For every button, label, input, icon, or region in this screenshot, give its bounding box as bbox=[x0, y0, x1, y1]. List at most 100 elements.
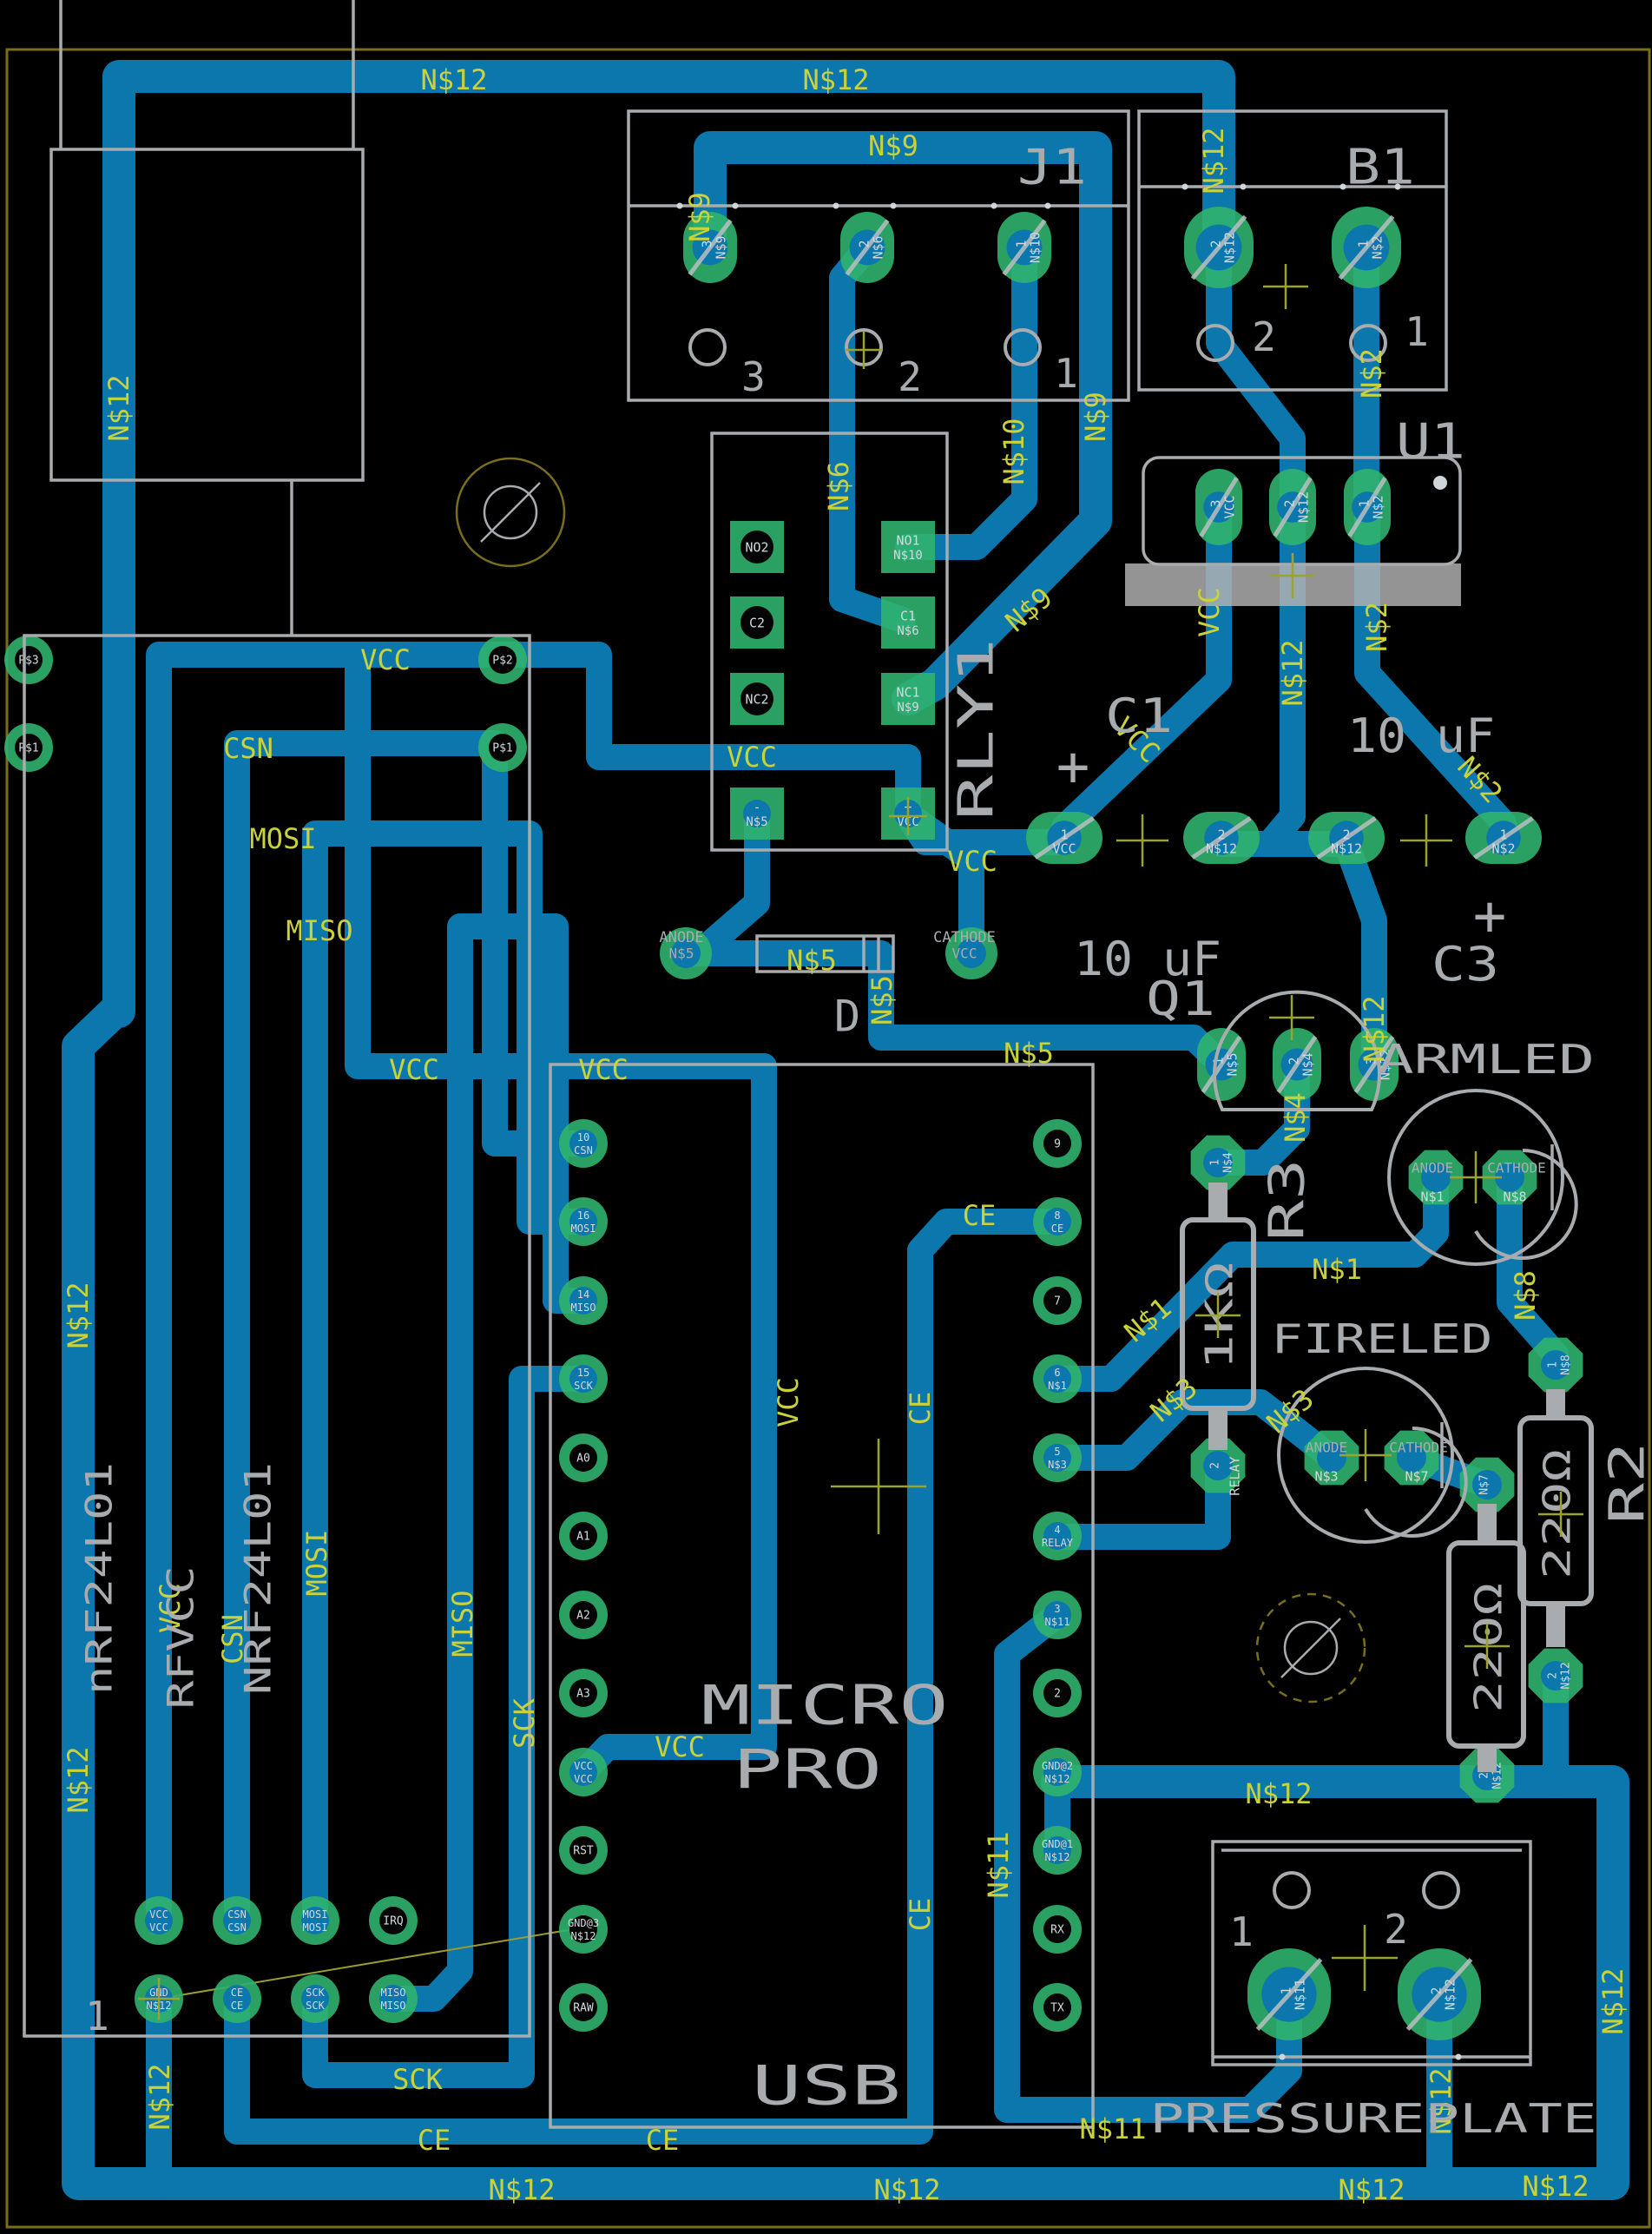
pad-label-q1-3: 3 bbox=[1363, 1057, 1379, 1064]
pad-hole-rf-vcc bbox=[145, 1907, 173, 1934]
pad-slash-j1-2 bbox=[845, 219, 890, 276]
pad-net-rf-mosi: MOSI bbox=[303, 1921, 328, 1934]
silk-label-1-5: 1 bbox=[1054, 350, 1078, 397]
pad-hole-d-cathode bbox=[957, 939, 986, 968]
net-label-N12-58: N$12 bbox=[1522, 2170, 1589, 2203]
silk-q1-outline bbox=[1213, 990, 1381, 1111]
pad-label-mp-gnd2: GND@2 bbox=[1042, 1760, 1073, 1772]
pad-slash-u1-3 bbox=[1199, 477, 1239, 537]
pad-hole-rf-ce bbox=[223, 1985, 251, 2013]
pad-net-r220r-2: N$12 bbox=[1560, 1662, 1573, 1689]
pad-label-p1a: P$1 bbox=[18, 742, 38, 755]
pad-hole-mp-6 bbox=[1043, 1365, 1071, 1393]
pad-hole-r3-2 bbox=[1203, 1451, 1233, 1480]
net-label-N12-42: N$12 bbox=[62, 1746, 95, 1813]
pad-net-mp-vcc: VCC bbox=[574, 1773, 593, 1785]
pad-slash-c3-2 bbox=[1316, 816, 1377, 860]
silk-fireled-inner-arc bbox=[1364, 1427, 1468, 1538]
pad-hole-rf-mosi bbox=[301, 1907, 329, 1934]
silk-label-RELAY-33: RELAY bbox=[1227, 1456, 1242, 1495]
net-label-N5-22: N$5 bbox=[1004, 1037, 1054, 1070]
pad-slash-c3-1 bbox=[1473, 816, 1534, 860]
pad-label-mp-csn: 10 bbox=[577, 1131, 589, 1143]
trace-n10 bbox=[895, 234, 1037, 560]
net-label-N9-5: N$9 bbox=[1079, 392, 1112, 442]
net-label-N4-23: N$4 bbox=[1279, 1092, 1312, 1143]
pad-hole-rf-csn bbox=[223, 1907, 251, 1934]
pad-slash-b1-2 bbox=[1190, 214, 1247, 280]
pad-slash-j1-1 bbox=[1002, 219, 1047, 276]
pad-label-rly-nc2: NC2 bbox=[745, 691, 768, 707]
pad-label-c1-2: 2 bbox=[1217, 827, 1225, 842]
silk-label--14: + bbox=[1473, 884, 1507, 948]
net-label-VCC-37: VCC bbox=[154, 1583, 187, 1633]
silk-dot-7 bbox=[1240, 183, 1247, 190]
pad-slash-c1-1 bbox=[1034, 816, 1095, 860]
fiducial-outer-1 bbox=[1255, 1592, 1366, 1704]
pad-label-u1-2: 2 bbox=[1281, 499, 1297, 507]
silk-pp-hole-1 bbox=[1273, 1871, 1311, 1909]
silk-r220l-stub-top bbox=[1478, 1504, 1497, 1545]
pad-label-pp-1: 1 bbox=[1278, 1987, 1293, 1994]
net-label-VCC-33: VCC bbox=[578, 1053, 629, 1086]
pad-net-u1-1: N$2 bbox=[1370, 495, 1385, 518]
pad-hole-mp-a0 bbox=[569, 1444, 597, 1472]
pad-label-mp-a1: A1 bbox=[576, 1531, 590, 1544]
pad-label-mp-tx: TX bbox=[1050, 2002, 1064, 2015]
net-label-N11-46: N$11 bbox=[982, 1831, 1015, 1898]
silk-label-RFVCC-44: RFVCC bbox=[160, 1566, 202, 1710]
pad-label-p1b: P$1 bbox=[492, 742, 512, 755]
pad-hole-mp-mosi bbox=[569, 1208, 597, 1236]
silk-pp-hole-2 bbox=[1422, 1871, 1460, 1909]
silk-b1-outline bbox=[1137, 109, 1448, 392]
pad-label-r220r-2: 2 bbox=[1547, 1672, 1560, 1679]
pad-hole-mp-tx bbox=[1043, 1993, 1071, 2021]
net-label-N5-21: N$5 bbox=[865, 975, 898, 1025]
pad-hole-r220l-1 bbox=[1472, 1470, 1502, 1499]
pad-label-rf-ce: CE bbox=[231, 1987, 243, 1999]
silk-label-N7-30: N$7 bbox=[1405, 1468, 1428, 1484]
silk-j1-hole-1 bbox=[1004, 328, 1042, 366]
pad-label-rly-no2: NO2 bbox=[745, 539, 768, 555]
pad-label-mp-raw: RAW bbox=[573, 2002, 594, 2015]
silk-label-VCC-20: VCC bbox=[952, 946, 977, 962]
pad-hole-fireled-anode bbox=[1317, 1443, 1346, 1473]
pad-label-rf-miso: MISO bbox=[381, 1987, 406, 1999]
silk-u1-outline bbox=[1142, 456, 1462, 566]
silk-label-2-4: 2 bbox=[898, 353, 922, 400]
pad-net-j1-3: N$9 bbox=[713, 235, 728, 259]
pad-hole-armled-anode bbox=[1421, 1163, 1451, 1192]
pad-hole-mp-9 bbox=[1043, 1130, 1071, 1157]
silk-rly1-outline bbox=[710, 432, 949, 852]
net-label-CE-51: CE bbox=[646, 2124, 680, 2157]
net-label-MOSI-30: MOSI bbox=[249, 822, 316, 855]
pad-label-u1-1: 1 bbox=[1356, 499, 1372, 507]
pad-slash-q1-2 bbox=[1276, 1035, 1318, 1094]
pad-net-rf-csn: CSN bbox=[227, 1921, 247, 1934]
pad-hole-mp-a3 bbox=[569, 1679, 597, 1707]
pad-label-mp-vcc: VCC bbox=[574, 1760, 593, 1772]
pad-hole-mp-rx bbox=[1043, 1915, 1071, 1943]
silk-r220l-stub-bot bbox=[1478, 1746, 1497, 1772]
pad-dot-rly-no2 bbox=[740, 530, 773, 563]
silk-label-220-36: 220Ω bbox=[1466, 1583, 1510, 1713]
net-label-N12-41: N$12 bbox=[62, 1282, 95, 1348]
fiducial-outer-0 bbox=[455, 457, 566, 568]
net-label-N10-6: N$10 bbox=[997, 418, 1030, 484]
pad-net-mp-8: CE bbox=[1051, 1222, 1063, 1235]
silk-j1-outline bbox=[627, 109, 1130, 402]
silk-label-1-7: 1 bbox=[1405, 308, 1429, 355]
pad-label-mp-rx: RX bbox=[1050, 1924, 1064, 1937]
net-label-N12-45: N$12 bbox=[1245, 1777, 1312, 1810]
silk-dot-4 bbox=[991, 202, 997, 209]
pad-net-r3-1: N$4 bbox=[1222, 1152, 1235, 1173]
pad-hole-armled-cathode bbox=[1495, 1163, 1524, 1192]
pad-net-c3-2: N$12 bbox=[1331, 840, 1362, 856]
silk-r3-stub-top bbox=[1208, 1183, 1227, 1222]
pad-label-mp-2: 2 bbox=[1054, 1688, 1061, 1701]
net-label-CE-35: CE bbox=[904, 1392, 937, 1426]
silk-label-C3-13: C3 bbox=[1432, 937, 1499, 992]
pad-net-pp-1: N$11 bbox=[1292, 1979, 1307, 2010]
pad-slash-q1-3 bbox=[1353, 1035, 1395, 1094]
